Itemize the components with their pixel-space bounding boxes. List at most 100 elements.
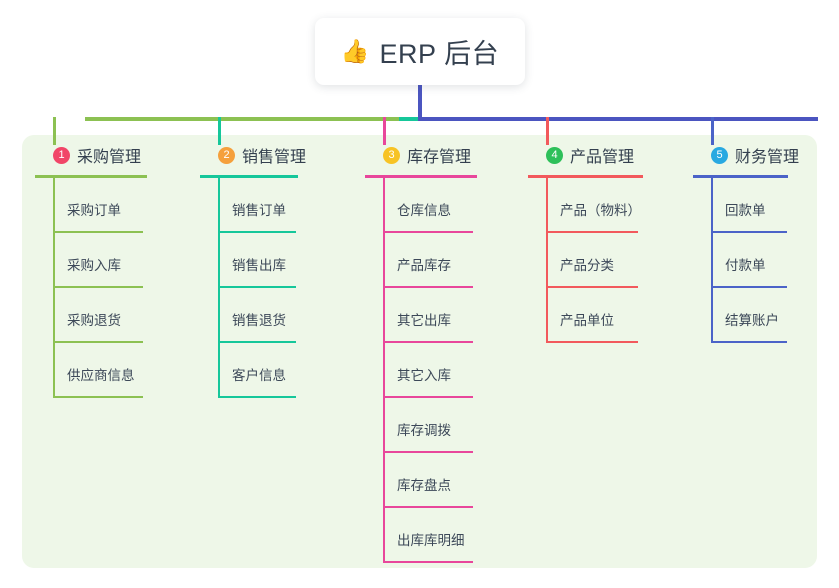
leaf-node-label: 其它入库 [397, 368, 451, 383]
branch-spine [546, 178, 548, 343]
bus-segment-left [85, 117, 399, 121]
leaf-node[interactable]: 客户信息 [200, 343, 298, 398]
root-node-card[interactable]: 👍 ERP 后台 [315, 18, 525, 85]
branch-spine [711, 178, 713, 343]
leaf-node[interactable]: 仓库信息 [365, 178, 477, 233]
leaf-node-rule [383, 231, 473, 233]
branch-number-badge: 2 [218, 146, 235, 164]
leaf-node-label: 仓库信息 [397, 203, 451, 218]
branch-number-badge: 3 [383, 146, 400, 164]
leaf-node-label: 库存调拨 [397, 423, 451, 438]
leaf-node-label: 采购退货 [67, 313, 121, 328]
leaf-node[interactable]: 库存盘点 [365, 453, 477, 508]
branch-header-2[interactable]: 2 销售管理 [200, 143, 306, 167]
branch-header-rule [528, 175, 643, 178]
branch-header-rule [365, 175, 477, 178]
leaf-node-rule [546, 231, 638, 233]
leaf-node-label: 产品（物料） [560, 203, 641, 218]
leaf-node-rule [546, 341, 638, 343]
leaf-node[interactable]: 产品（物料） [528, 178, 643, 233]
leaf-node-rule [711, 286, 787, 288]
leaf-node[interactable]: 产品单位 [528, 288, 643, 343]
leaf-node[interactable]: 销售订单 [200, 178, 298, 233]
branch-column-2: 2 销售管理销售订单销售出库销售退货客户信息 [200, 143, 306, 398]
leaf-node-label: 客户信息 [232, 368, 286, 383]
branch-title: 销售管理 [242, 149, 307, 166]
leaf-node[interactable]: 产品库存 [365, 233, 477, 288]
branch-item-list: 销售订单销售出库销售退货客户信息 [200, 178, 298, 398]
leaf-node-rule [383, 506, 473, 508]
leaf-node[interactable]: 销售出库 [200, 233, 298, 288]
branch-drop-2 [218, 117, 221, 145]
leaf-node[interactable]: 供应商信息 [35, 343, 147, 398]
leaf-node-label: 付款单 [725, 258, 766, 273]
leaf-node-rule [383, 561, 473, 563]
branch-column-3: 3 库存管理仓库信息产品库存其它出库其它入库库存调拨库存盘点出库库明细 [365, 143, 477, 563]
leaf-node-label: 库存盘点 [397, 478, 451, 493]
leaf-node-label: 供应商信息 [67, 368, 135, 383]
leaf-node[interactable]: 采购入库 [35, 233, 147, 288]
leaf-node-label: 出库库明细 [397, 533, 465, 548]
bus-segment-right [418, 117, 818, 121]
leaf-node-rule [383, 396, 473, 398]
leaf-node[interactable]: 采购退货 [35, 288, 147, 343]
branch-header-rule [693, 175, 788, 178]
leaf-node[interactable]: 销售退货 [200, 288, 298, 343]
branch-header-rule [200, 175, 298, 178]
branch-drop-3 [383, 117, 386, 145]
branch-number-badge: 4 [546, 146, 563, 164]
leaf-node-label: 回款单 [725, 203, 766, 218]
leaf-node-label: 产品库存 [397, 258, 451, 273]
root-trunk-connector [418, 85, 422, 120]
branch-title: 库存管理 [407, 149, 472, 166]
bus-segment-middle [399, 117, 420, 121]
leaf-node[interactable]: 其它出库 [365, 288, 477, 343]
leaf-node-rule [546, 286, 638, 288]
leaf-node-label: 产品单位 [560, 313, 614, 328]
branch-title: 采购管理 [77, 149, 142, 166]
leaf-node-label: 销售订单 [232, 203, 286, 218]
leaf-node[interactable]: 采购订单 [35, 178, 147, 233]
diagram-panel [22, 135, 817, 568]
leaf-node[interactable]: 回款单 [693, 178, 788, 233]
leaf-node-label: 结算账户 [725, 313, 779, 328]
leaf-node-label: 其它出库 [397, 313, 451, 328]
leaf-node-rule [383, 451, 473, 453]
branch-column-4: 4 产品管理产品（物料） 产品分类产品单位 [528, 143, 643, 343]
leaf-node-rule [53, 341, 143, 343]
leaf-node[interactable]: 其它入库 [365, 343, 477, 398]
branch-item-list: 回款单付款单结算账户 [693, 178, 788, 343]
branch-header-4[interactable]: 4 产品管理 [528, 143, 643, 167]
leaf-node[interactable]: 库存调拨 [365, 398, 477, 453]
branch-title: 产品管理 [570, 149, 635, 166]
leaf-node-rule [383, 341, 473, 343]
branch-header-3[interactable]: 3 库存管理 [365, 143, 477, 167]
branch-item-list: 产品（物料） 产品分类产品单位 [528, 178, 643, 343]
branch-item-list: 仓库信息产品库存其它出库其它入库库存调拨库存盘点出库库明细 [365, 178, 477, 563]
leaf-node[interactable]: 产品分类 [528, 233, 643, 288]
branch-item-list: 采购订单采购入库采购退货供应商信息 [35, 178, 147, 398]
branch-spine [53, 178, 55, 398]
branch-spine [218, 178, 220, 398]
branch-drop-1 [53, 117, 56, 145]
leaf-node[interactable]: 付款单 [693, 233, 788, 288]
leaf-node[interactable]: 出库库明细 [365, 508, 477, 563]
leaf-node-rule [218, 231, 296, 233]
leaf-node-label: 采购入库 [67, 258, 121, 273]
leaf-node-rule [383, 286, 473, 288]
leaf-node-rule [218, 396, 296, 398]
branch-drop-4 [546, 117, 549, 145]
page-title: ERP 后台 [379, 39, 500, 69]
leaf-node-label: 销售出库 [232, 258, 286, 273]
leaf-node-rule [53, 231, 143, 233]
leaf-node[interactable]: 结算账户 [693, 288, 788, 343]
leaf-node-rule [53, 396, 143, 398]
branch-drop-5 [711, 117, 714, 145]
leaf-node-label: 采购订单 [67, 203, 121, 218]
leaf-node-label: 销售退货 [232, 313, 286, 328]
leaf-node-label: 产品分类 [560, 258, 614, 273]
